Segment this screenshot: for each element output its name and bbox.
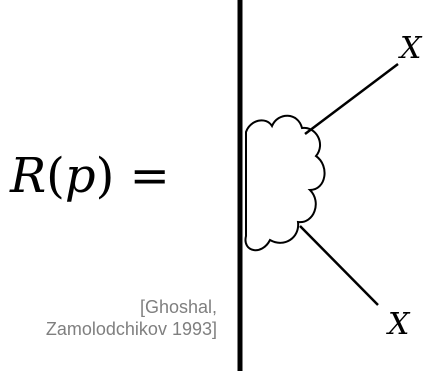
open-paren: ( <box>46 148 65 204</box>
r-of-p-equation: R(p) = <box>10 148 170 204</box>
momentum-argument: p <box>64 148 96 204</box>
incoming-particle-line <box>299 225 379 306</box>
equals-sign: = <box>129 148 170 204</box>
particle-label-bottom: X <box>386 307 411 342</box>
close-paren: ) <box>95 148 115 204</box>
r-symbol: R <box>10 148 47 204</box>
outgoing-particle-line <box>304 63 399 135</box>
citation-line-1: [Ghoshal, <box>139 297 217 317</box>
particle-label-top: X <box>398 31 423 66</box>
citation: [Ghoshal, Zamolodchikov 1993] <box>0 296 217 340</box>
interaction-blob <box>244 114 326 251</box>
citation-line-2: Zamolodchikov 1993] <box>45 319 217 339</box>
